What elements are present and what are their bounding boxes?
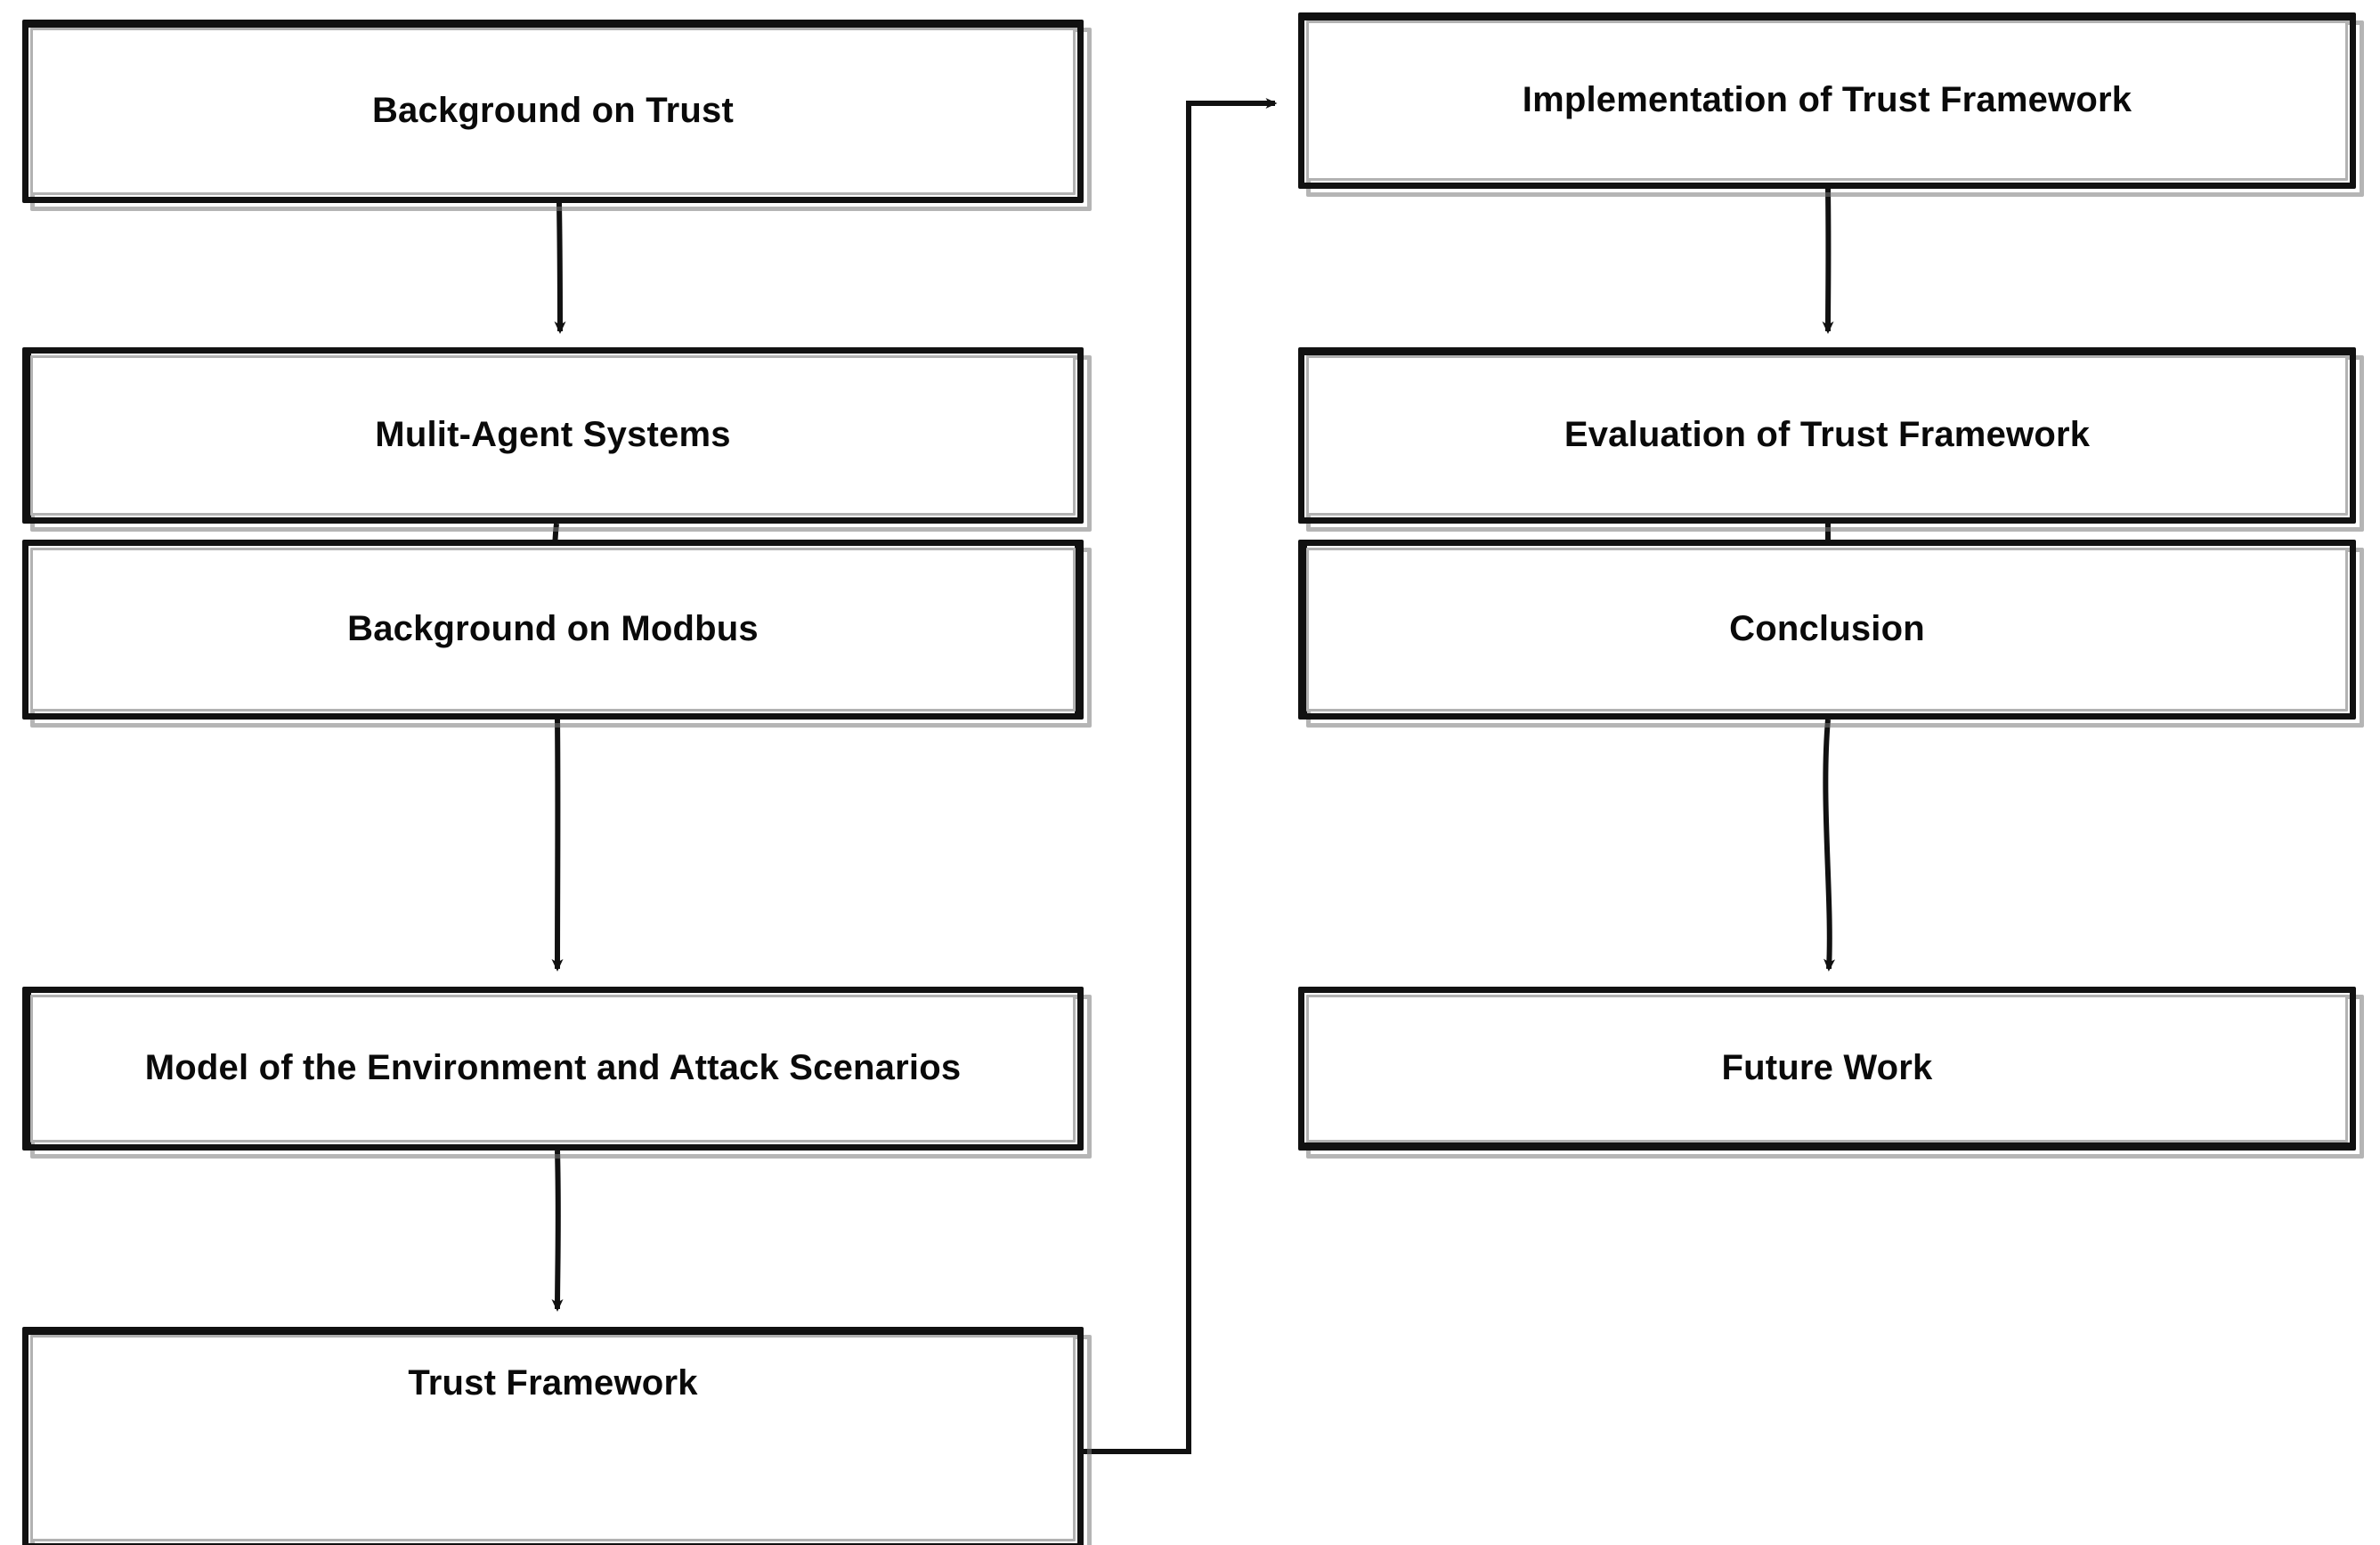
node-evaluation-of-trust-framework[interactable]: Evaluation of Trust Framework bbox=[1298, 347, 2364, 532]
node-background-on-trust[interactable]: Background on Trust bbox=[22, 20, 1092, 211]
edge-conclusion-to-future-work bbox=[1823, 719, 1836, 972]
node-multi-agent-systems[interactable]: Mulit-Agent Systems bbox=[22, 347, 1092, 532]
node-model-environment-attack-scenarios[interactable]: Model of the Environment and Attack Scen… bbox=[22, 987, 1092, 1159]
node-label: Background on Modbus bbox=[347, 609, 759, 648]
node-label: Background on Trust bbox=[371, 91, 735, 130]
node-border bbox=[22, 1327, 1084, 1545]
edge-model-to-trust-framework bbox=[551, 1150, 564, 1312]
node-label: Conclusion bbox=[1729, 609, 1925, 648]
node-label: Mulit-Agent Systems bbox=[375, 415, 731, 454]
edge-trust-framework-to-implementation bbox=[1083, 98, 1278, 1454]
edge-background-trust-to-multiagent bbox=[554, 202, 566, 334]
node-trust-framework[interactable]: Trust Framework bbox=[22, 1327, 1092, 1545]
node-label: Model of the Environment and Attack Scen… bbox=[144, 1048, 962, 1087]
node-conclusion[interactable]: Conclusion bbox=[1298, 540, 2364, 728]
node-label: Implementation of Trust Framework bbox=[1522, 80, 2132, 119]
node-implementation-of-trust-framework[interactable]: Implementation of Trust Framework bbox=[1298, 12, 2364, 197]
node-background-on-modbus[interactable]: Background on Modbus bbox=[22, 540, 1092, 728]
node-label: Evaluation of Trust Framework bbox=[1564, 415, 2091, 454]
node-label: Trust Framework bbox=[408, 1363, 698, 1403]
node-label: Future Work bbox=[1721, 1048, 1933, 1087]
node-future-work[interactable]: Future Work bbox=[1298, 987, 2364, 1159]
